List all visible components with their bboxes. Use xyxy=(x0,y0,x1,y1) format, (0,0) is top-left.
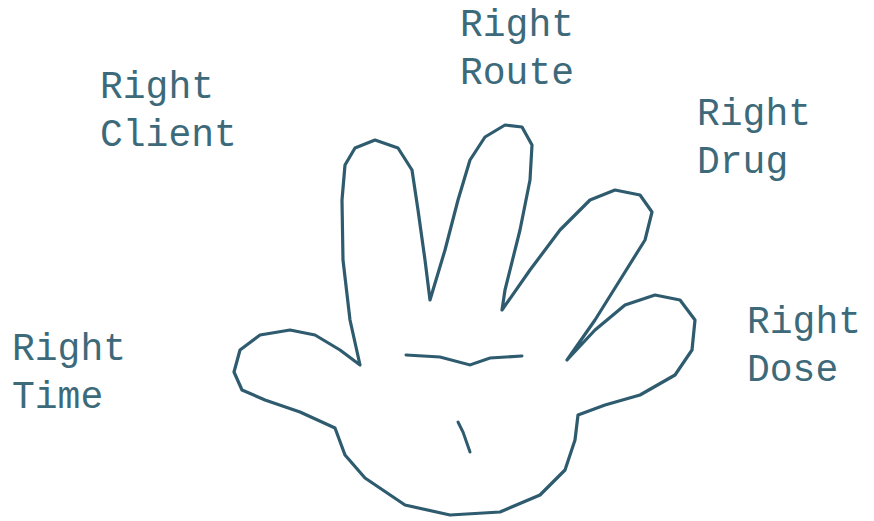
palm-crease xyxy=(458,422,470,452)
finger-label: Right Drug xyxy=(697,91,811,187)
finger-label: Right Time xyxy=(12,326,126,422)
palm-crease xyxy=(406,355,522,365)
finger-label: Right Dose xyxy=(747,299,861,395)
hand-outline xyxy=(234,125,695,515)
finger-label: Right Client xyxy=(100,64,237,160)
finger-label: Right Route xyxy=(460,2,574,98)
